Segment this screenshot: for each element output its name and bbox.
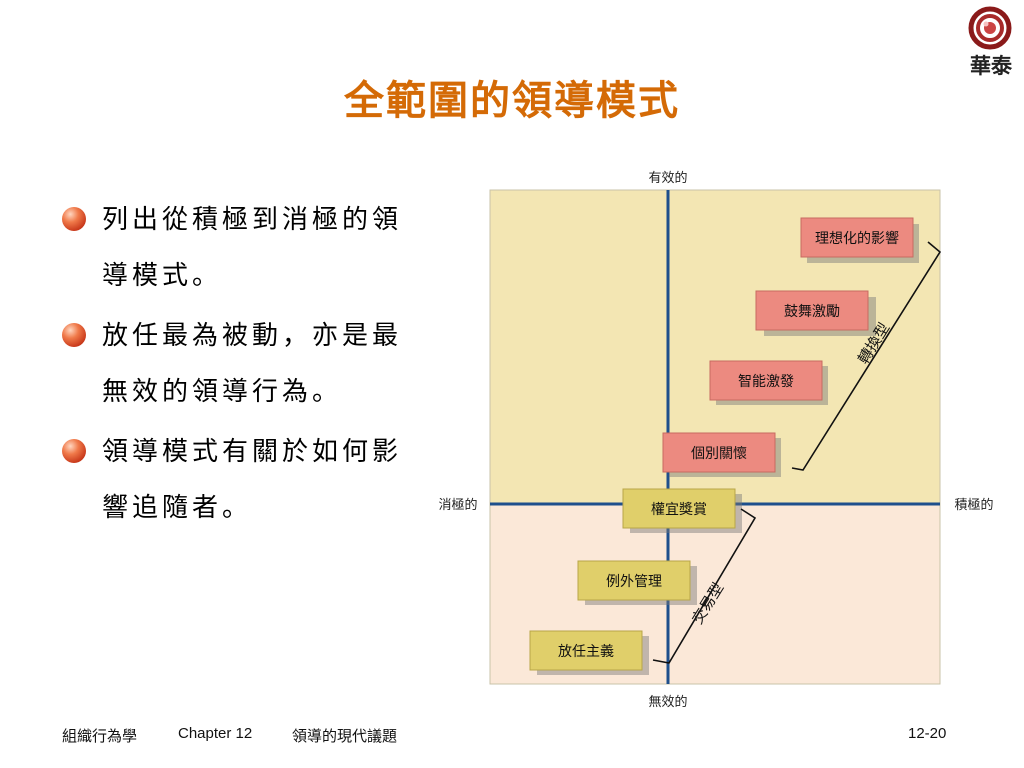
box-label: 智能激發 — [738, 373, 794, 390]
company-logo — [968, 6, 1012, 50]
box-inspirational-motivation: 鼓舞激勵 — [755, 290, 876, 336]
bullet-text: 放任最為被動，亦是最無效的領導行為。 — [102, 321, 403, 407]
box-laissez-faire: 放任主義 — [529, 630, 649, 675]
bullet-icon — [62, 439, 86, 463]
box-label: 鼓舞激勵 — [784, 303, 840, 320]
box-intellectual-stimulation: 智能激發 — [709, 360, 828, 405]
bullet-text: 領導模式有關於如何影響追隨者。 — [102, 437, 403, 523]
bullet-item: 領導模式有關於如何影響追隨者。 — [62, 424, 412, 536]
box-label: 權宜獎賞 — [651, 502, 707, 518]
bullet-item: 列出從積極到消極的領導模式。 — [62, 192, 412, 304]
bullet-text: 列出從積極到消極的領導模式。 — [102, 205, 403, 291]
slide-title: 全範圍的領導模式 — [344, 77, 680, 124]
footer-course: 組織行為學 — [62, 728, 138, 745]
transformational-bracket — [791, 241, 942, 471]
box-contingent-reward: 權宜獎賞 — [622, 488, 742, 533]
axis-label-left: 消極的 — [438, 497, 477, 513]
bullet-icon — [62, 323, 86, 347]
box-label: 放任主義 — [558, 643, 614, 660]
box-individualized-consideration: 個別關懷 — [662, 432, 781, 477]
footer-page-number: 12-20 — [908, 725, 947, 742]
box-management-by-exception: 例外管理 — [577, 560, 697, 605]
box-idealized-influence: 理想化的影響 — [800, 217, 919, 263]
bullet-item: 放任最為被動，亦是最無效的領導行為。 — [62, 308, 412, 420]
bullet-icon — [62, 207, 86, 231]
logo-text: 華泰 — [970, 53, 1012, 78]
footer-topic: 領導的現代議題 — [292, 728, 398, 745]
transactional-bracket — [652, 508, 757, 664]
leadership-diagram: 有效的 無效的 消極的 積極的 理想化的影響 鼓舞激勵 智能激發 個別關懷 權宜… — [438, 170, 993, 710]
bullet-list: 列出從積極到消極的領導模式。 放任最為被動，亦是最無效的領導行為。 領導模式有關… — [62, 192, 412, 540]
box-label: 個別關懷 — [691, 446, 747, 462]
footer-chapter: Chapter 12 — [178, 725, 253, 742]
axis-label-bottom: 無效的 — [648, 694, 687, 710]
axis-label-right: 積極的 — [954, 497, 993, 513]
box-label: 理想化的影響 — [815, 230, 899, 247]
box-label: 例外管理 — [606, 574, 662, 590]
axis-label-top: 有效的 — [648, 170, 687, 186]
